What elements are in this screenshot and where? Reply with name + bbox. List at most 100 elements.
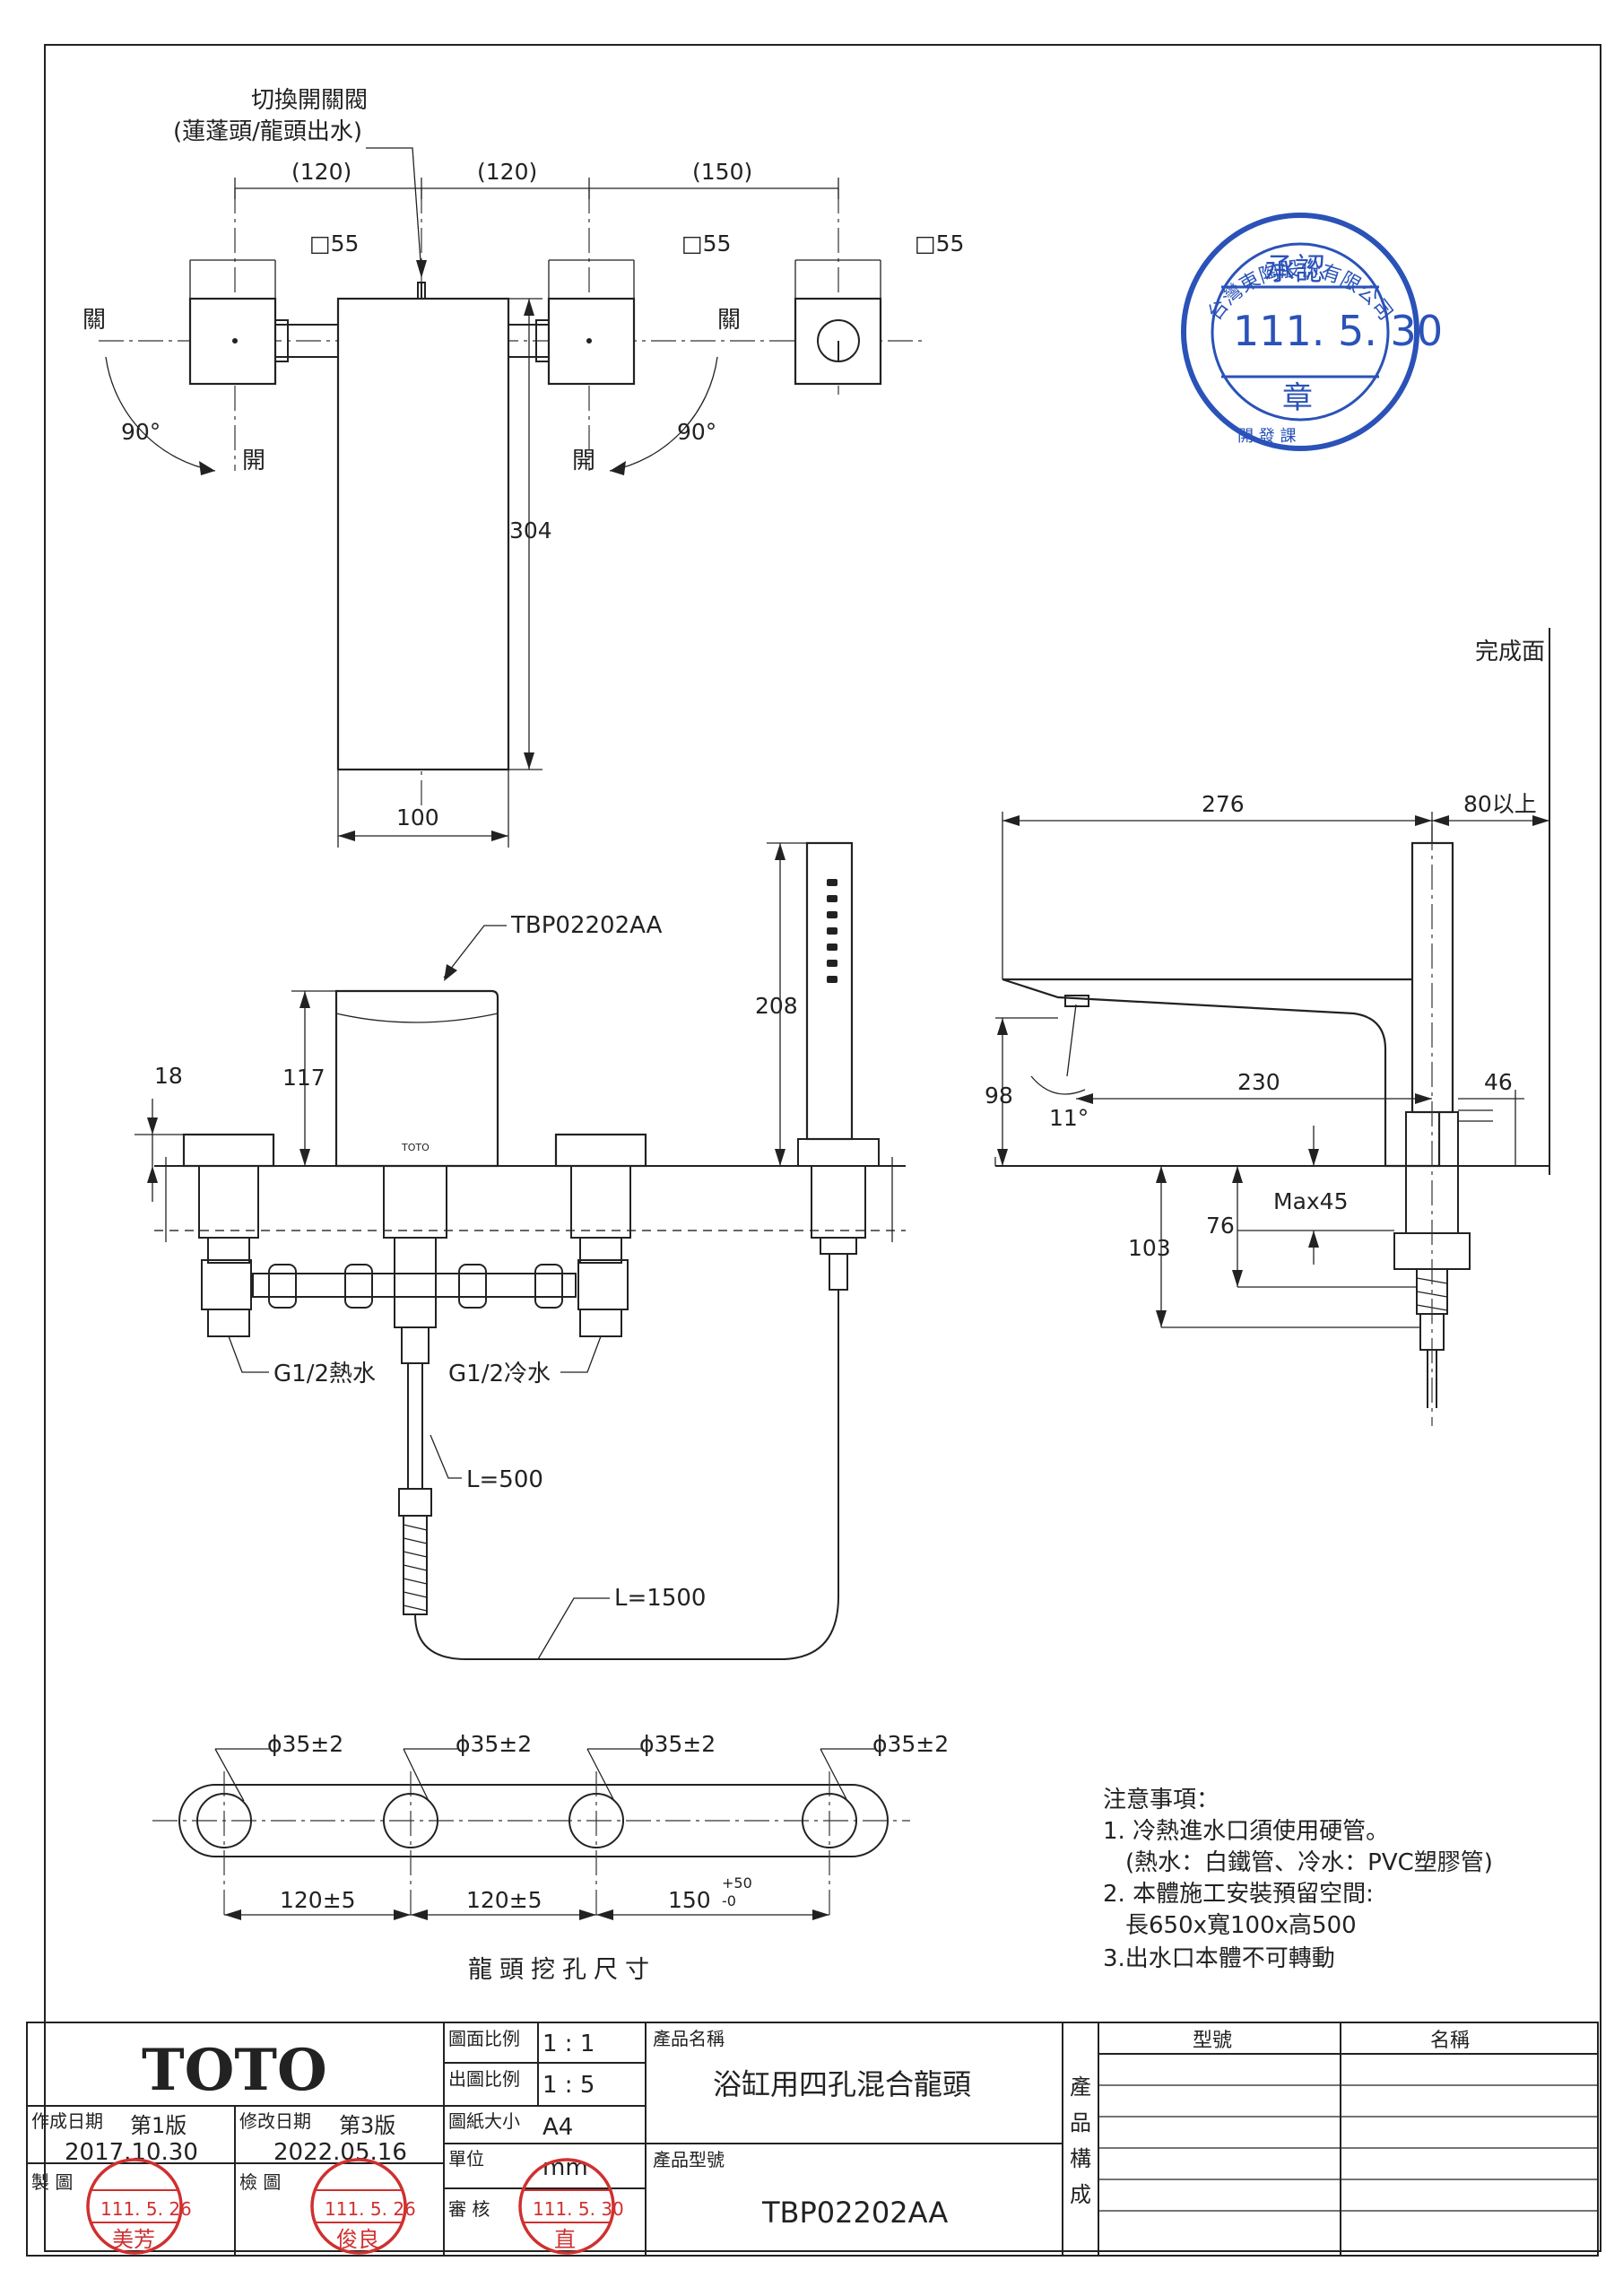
dim-103: 103 [1128, 1235, 1171, 1261]
top-view: (120) (120) (150) □55 □55 □55 切換開關閥 (蓮蓬頭… [82, 87, 964, 848]
dim-max45: Max45 [1273, 1188, 1349, 1214]
dim-208: 208 [755, 993, 798, 1019]
dim-76: 76 [1206, 1213, 1235, 1239]
approval-stamp: 台灣東陶股份有限公司 承認 111. 5. 30 章 開 發 課 [1181, 213, 1443, 451]
brand-logo: TOTO [142, 2037, 327, 2104]
sq-mid: □55 [681, 230, 731, 257]
created-label: 作成日期 [31, 2110, 103, 2132]
product-model-label: 產品型號 [653, 2149, 725, 2170]
scale-value: 1 : 1 [542, 2031, 595, 2057]
hole-tol-lower: -0 [722, 1892, 736, 1909]
stamp-approval-dept: 開 發 課 [1237, 427, 1296, 446]
composition-char-4: 成 [1070, 2182, 1091, 2207]
dim-230: 230 [1237, 1069, 1280, 1095]
composition-char-2: 品 [1070, 2110, 1091, 2135]
maker-label: 製 圖 [31, 2171, 73, 2193]
reviewer-stamp-date: 111. 5. 30 [533, 2198, 624, 2220]
hole-spacing-2: 120±5 [466, 1887, 542, 1913]
created-version: 第1版 [130, 2113, 187, 2138]
dim-117: 117 [282, 1065, 325, 1091]
open-right-label: 開 [572, 448, 595, 474]
note-line-5: 3.出水口本體不可轉動 [1103, 1945, 1335, 1972]
paper-size-value: A4 [542, 2114, 573, 2141]
angle-left-label: 90° [121, 419, 161, 445]
reviewer-stamp: 111. 5. 30 直 [518, 2158, 624, 2255]
modified-version: 第3版 [339, 2113, 395, 2138]
product-name: 浴缸用四孔混合龍頭 [713, 2067, 971, 2101]
open-left-label: 開 [242, 448, 265, 474]
review-label: 審 核 [448, 2198, 490, 2220]
diverter-label-1: 切換開關閥 [251, 87, 368, 114]
checker-stamp-date: 111. 5. 26 [325, 2198, 416, 2220]
dim-120a: (120) [291, 159, 352, 185]
maker-stamp: 111. 5. 26 美芳 [86, 2158, 192, 2255]
stamp-approval-word: 承認 [1264, 252, 1325, 288]
reviewer-stamp-name: 直 [554, 2227, 576, 2252]
product-name-label: 產品名稱 [653, 2028, 725, 2049]
hole-spacing-3: 150 [668, 1887, 711, 1913]
drawing-frame [44, 44, 1601, 2252]
hole-dia-1: ϕ35±2 [267, 1731, 343, 1757]
note-line-2: (熱水：白鐵管、冷水：PVC塑膠管) [1125, 1849, 1493, 1876]
stamp-approval-seal: 章 [1282, 380, 1313, 416]
dim-100: 100 [396, 804, 439, 831]
note-line-1: 1. 冷熱進水口須使用硬管。 [1103, 1818, 1389, 1845]
note-line-4: 長650x寬100x高500 [1125, 1912, 1357, 1939]
hole-layout: ϕ35±2 ϕ35±2 ϕ35±2 ϕ35±2 120±5 120±5 150 … [152, 1731, 949, 1984]
sq-left: □55 [309, 230, 359, 257]
cold-inlet-label: G1/2冷水 [448, 1361, 551, 1387]
dim-46: 46 [1484, 1069, 1513, 1095]
title-block: TOTO 圖面比例 1 : 1 出圖比例 1 : 5 圖紙大小 A4 單位 mm… [26, 2022, 1599, 2257]
modified-date: 2022.05.16 [273, 2139, 407, 2166]
model-callout: TBP02202AA [510, 912, 663, 939]
hole-dia-4: ϕ35±2 [872, 1731, 949, 1757]
dim-98: 98 [985, 1083, 1013, 1109]
hot-inlet-label: G1/2熱水 [273, 1361, 376, 1387]
diverter-label-2: (蓮蓬頭/龍頭出水) [173, 118, 362, 145]
composition-char-3: 構 [1070, 2146, 1091, 2171]
dim-18: 18 [154, 1063, 183, 1089]
note-line-3: 2. 本體施工安裝預留空間: [1103, 1881, 1374, 1908]
hole-dia-2: ϕ35±2 [456, 1731, 532, 1757]
close-left-label: 關 [82, 307, 106, 334]
dim-120b: (120) [477, 159, 537, 185]
hole-tol-upper: +50 [722, 1874, 752, 1892]
maker-stamp-name: 美芳 [112, 2227, 155, 2252]
scale-label: 圖面比例 [448, 2028, 520, 2049]
hose-long-label: L=1500 [614, 1585, 706, 1612]
print-scale-label: 出圖比例 [448, 2068, 520, 2090]
product-model: TBP02202AA [761, 2196, 948, 2230]
hole-dia-3: ϕ35±2 [639, 1731, 716, 1757]
dim-276: 276 [1202, 791, 1245, 817]
stamp-approval-date: 111. 5. 30 [1233, 307, 1443, 355]
created-date: 2017.10.30 [65, 2139, 198, 2166]
notes: 注意事項： 1. 冷熱進水口須使用硬管。 (熱水：白鐵管、冷水：PVC塑膠管) … [1103, 1787, 1493, 1972]
close-right-label: 關 [717, 307, 741, 334]
hose-short-label: L=500 [466, 1466, 543, 1493]
notes-title: 注意事項： [1103, 1787, 1219, 1813]
angle-right-label: 90° [677, 419, 716, 445]
front-view: TOTO [135, 841, 906, 1660]
dim-150: (150) [692, 159, 752, 185]
col-model-header: 型號 [1193, 2030, 1232, 2052]
col-name-header: 名稱 [1430, 2030, 1470, 2052]
paper-size-label: 圖紙大小 [448, 2110, 520, 2132]
spout-angle-label: 11° [1049, 1105, 1089, 1131]
finish-surface-label: 完成面 [1475, 639, 1545, 665]
unit-label: 單位 [448, 2148, 484, 2170]
checker-stamp: 111. 5. 26 俊良 [310, 2158, 416, 2255]
front-brand-mark: TOTO [401, 1142, 430, 1153]
hole-caption: 龍頭挖孔尺寸 [468, 1956, 656, 1984]
modified-label: 修改日期 [239, 2110, 311, 2132]
side-view: 完成面 11° 276 80以上 [985, 628, 1550, 1426]
composition-char-1: 產 [1070, 2074, 1091, 2100]
checker-label: 檢 圖 [239, 2171, 281, 2193]
print-scale-value: 1 : 5 [542, 2072, 595, 2099]
dim-80: 80以上 [1463, 791, 1537, 817]
sq-right: □55 [915, 230, 964, 257]
hole-spacing-1: 120±5 [280, 1887, 356, 1913]
maker-stamp-date: 111. 5. 26 [100, 2198, 192, 2220]
checker-stamp-name: 俊良 [336, 2227, 379, 2252]
dim-304: 304 [509, 517, 552, 544]
